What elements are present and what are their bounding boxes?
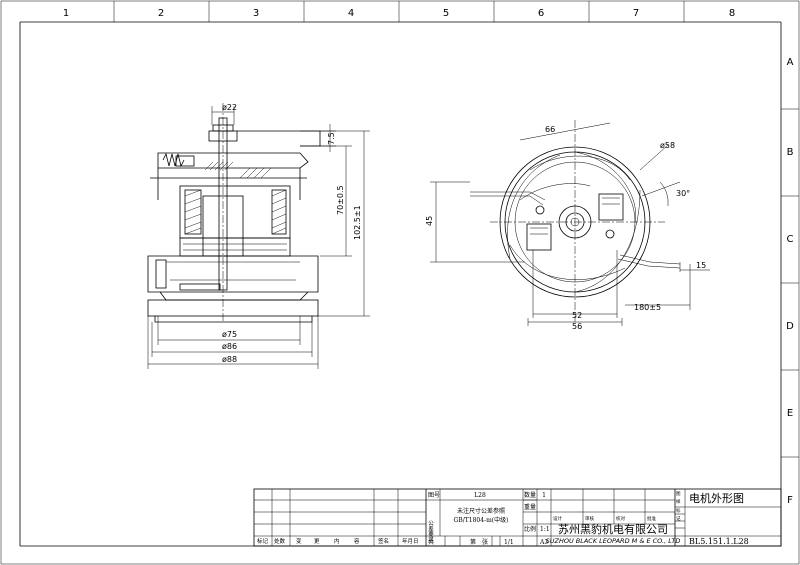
side-label-1: 图 <box>676 491 681 497</box>
label-sheet-no: 共 <box>428 538 434 546</box>
label-quantity: 数量 <box>524 491 536 499</box>
dim-lead-length: 180±5 <box>634 303 661 312</box>
dim-total-height: 102.5±1 <box>353 205 362 240</box>
fan-blades <box>507 151 641 293</box>
dim-width-66: 66 <box>545 125 555 134</box>
company-name-cn: 苏州黑豹机电有限公司 <box>558 522 668 536</box>
title-block-text: 图号 L28 数量 1 重量 公差要求 未注尺寸公差参照 GB/T1804-m(… <box>257 491 749 546</box>
motor-top-view <box>470 120 681 322</box>
dim-top-offset: 7.5 <box>327 132 336 145</box>
grid-col-4: 4 <box>348 8 354 19</box>
tolerance-note-1: 未注尺寸公差参照 <box>457 507 505 515</box>
grid-col-2: 2 <box>158 8 164 19</box>
label-check: 校对 <box>616 515 625 522</box>
label-change-2: 更 <box>314 538 320 545</box>
side-label-2: 样 <box>676 498 681 505</box>
side-label-3: 标 <box>676 507 681 514</box>
sheet-number: 1/1 <box>504 539 514 546</box>
dim-width-52: 52 <box>572 311 582 320</box>
label-review: 审核 <box>585 515 594 522</box>
grid-col-8: 8 <box>729 8 735 19</box>
grid-col-7: 7 <box>633 8 639 19</box>
dim-height-45: 45 <box>425 216 434 226</box>
quantity: 1 <box>542 492 546 499</box>
label-content-2: 容 <box>354 537 360 545</box>
grid-row-c: C <box>787 234 794 245</box>
motor-side-view <box>147 103 321 323</box>
side-label-4: 记 <box>676 515 681 522</box>
drawing-no: L28 <box>474 492 486 499</box>
label-change-1: 变 <box>296 537 302 545</box>
label-design: 设计 <box>553 515 562 522</box>
dim-dia-88: ø88 <box>222 355 237 364</box>
winding-hatch <box>184 161 287 235</box>
tolerance-note-2: GB/T1804-m(中级) <box>454 516 509 524</box>
label-content-1: 内 <box>334 537 340 545</box>
label-signature: 签名 <box>378 537 389 545</box>
side-view-dimensions: ø22 7.5 70±0.5 102.5±1 ø75 ø86 ø88 <box>147 103 370 369</box>
grid-column-labels: 1 2 3 4 5 6 7 8 <box>63 8 735 19</box>
dim-dia-86: ø86 <box>222 342 237 351</box>
grid-row-e: E <box>787 408 793 419</box>
grid-row-labels: A B C D E F <box>786 57 794 506</box>
dim-shaft-dia: ø22 <box>222 103 237 112</box>
dim-angle: 30° <box>676 189 690 198</box>
company-name-en: SUZHOU BLACK LEOPARD M & E CO., LTD <box>546 537 681 545</box>
label-approve: 批准 <box>647 515 656 522</box>
scale: 1:1 <box>540 526 550 533</box>
top-view-dimensions: 66 ø58 30° 45 52 56 180±5 15 <box>425 122 710 331</box>
grid-row-a: A <box>787 57 794 68</box>
dim-width-56: 56 <box>572 322 582 331</box>
grid-row-d: D <box>786 321 794 332</box>
title-block <box>253 488 782 547</box>
label-tolerance: 公差要求 <box>427 520 434 542</box>
label-sheet: 第 <box>470 538 476 546</box>
drawing-title: 电机外形图 <box>689 491 744 505</box>
dim-body-height: 70±0.5 <box>336 185 345 215</box>
format: A3 <box>539 539 548 546</box>
label-sheet-unit: 张 <box>482 538 488 546</box>
label-drawing-no: 图号 <box>428 492 440 499</box>
label-count: 处数 <box>274 537 286 545</box>
grid-col-1: 1 <box>63 8 69 19</box>
dim-lead-15: 15 <box>696 261 706 270</box>
label-date: 年月日 <box>402 537 419 545</box>
grid-row-f: F <box>787 495 793 506</box>
grid-col-3: 3 <box>253 8 259 19</box>
label-scale: 比例 <box>524 525 536 533</box>
dim-dia-75: ø75 <box>222 330 237 339</box>
grid-col-6: 6 <box>538 8 544 19</box>
dim-dia-58: ø58 <box>660 141 675 150</box>
grid-row-b: B <box>787 147 794 158</box>
grid-col-5: 5 <box>443 8 449 19</box>
label-mark: 标记 <box>257 537 269 545</box>
label-weight: 重量 <box>524 503 536 511</box>
part-number: BL5.151.1.L28 <box>689 537 749 546</box>
